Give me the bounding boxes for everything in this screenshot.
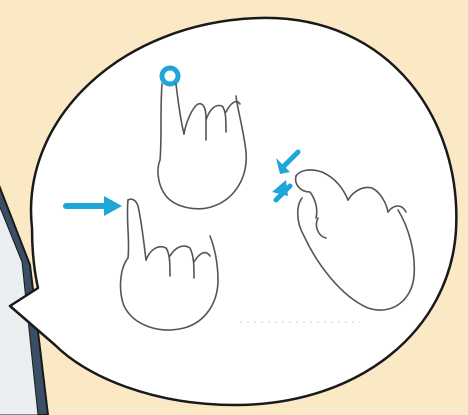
gesture-illustration-svg — [0, 0, 468, 415]
gesture-illustration — [0, 0, 468, 415]
